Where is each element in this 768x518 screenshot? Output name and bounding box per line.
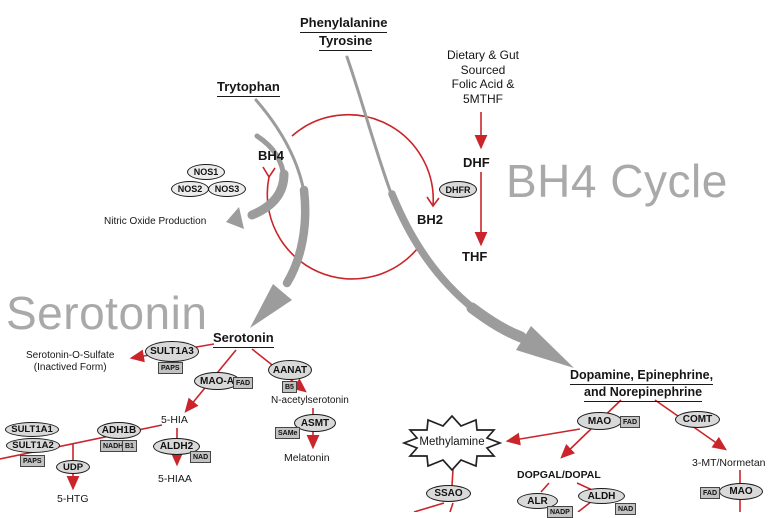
gray-swooshes <box>226 55 574 368</box>
n-acetylserotonin-label: N-acetylserotonin <box>271 395 349 406</box>
mao2-enzyme: MAO <box>719 483 763 500</box>
fad3-cofactor-badge: FAD <box>700 487 720 499</box>
serotonin-title: Serotonin <box>6 287 208 339</box>
fad-cofactor-badge: FAD <box>233 377 253 389</box>
5-hia-label: 5-HIA <box>161 414 188 426</box>
trytophan-label: Trytophan <box>217 79 280 97</box>
nitric-oxide-label: Nitric Oxide Production <box>104 216 207 227</box>
bh4-to-bh2-arc <box>266 176 422 280</box>
mao-enzyme: MAO <box>577 412 622 430</box>
tyrosine-label: Tyrosine <box>319 33 373 51</box>
bh2-label: BH2 <box>417 212 444 227</box>
dhfr-enzyme: DHFR <box>439 181 477 198</box>
dopgal-to-alr <box>540 482 550 493</box>
nos3-enzyme: NOS3 <box>208 181 246 197</box>
aldh-enzyme: ALDH <box>578 488 625 504</box>
bh2-fork <box>426 196 440 208</box>
melatonin-label: Melatonin <box>284 452 330 464</box>
catecholamine-title-line2: and Norepinephrine <box>584 385 703 402</box>
swoosh-arrowhead-serotonin <box>250 284 292 328</box>
3mt-normetanephrine-label: 3-MT/Normetan <box>692 457 766 469</box>
sult1a3-enzyme: SULT1A3 <box>145 341 199 362</box>
mao-to-methylamine <box>505 428 581 446</box>
b5-cofactor-badge: B5 <box>282 381 297 393</box>
paps2-cofactor-badge: PAPS <box>20 455 45 467</box>
ssao-enzyme: SSAO <box>426 485 471 502</box>
dhf-label: DHF <box>463 155 490 170</box>
sult1a1-enzyme: SULT1A1 <box>5 422 59 437</box>
dietary-folate-label: Dietary & Gut Sourced Folic Acid & 5MTHF <box>446 48 520 106</box>
serotonin-o-sulfate-label: Serotonin-O-Sulfate (Inactived Form) <box>26 350 115 373</box>
udp-enzyme: UDP <box>56 460 90 474</box>
serotonin-node-label: Serotonin <box>213 330 274 348</box>
thf-label: THF <box>462 249 488 264</box>
bh4-label: BH4 <box>258 148 285 163</box>
nos1-enzyme: NOS1 <box>187 164 225 180</box>
same-cofactor-badge: SAMe <box>275 427 301 439</box>
nadh-cofactor-badge: NADH <box>100 440 127 452</box>
nitric-oxide-arrowhead <box>226 207 244 229</box>
adh1b-enzyme: ADH1B <box>97 422 141 439</box>
bh4-fork <box>262 166 276 179</box>
swoosh-arrowhead-dopamine <box>516 326 574 368</box>
methylamine-starburst <box>401 414 503 472</box>
sult1a2-enzyme: SULT1A2 <box>6 438 60 453</box>
aanat-enzyme: AANAT <box>268 360 312 380</box>
tyrosine-swoosh <box>345 55 394 198</box>
alr-enzyme: ALR <box>517 493 558 509</box>
fad2-cofactor-badge: FAD <box>620 416 640 428</box>
ssao-down-left <box>413 502 445 512</box>
comt-enzyme: COMT <box>675 411 720 428</box>
asmt-enzyme: ASMT <box>294 414 336 432</box>
methylamine-label: Methylamine <box>419 436 485 448</box>
phenylalanine-label: Phenylalanine <box>300 15 388 33</box>
5-hiaa-label: 5-HIAA <box>158 473 192 485</box>
bh2-to-bh4-arc <box>291 113 435 207</box>
b1-cofactor-badge: B1 <box>122 440 137 452</box>
ssao-down <box>449 502 454 512</box>
alr-cofactor-badge: NADP <box>547 506 573 518</box>
methylamine-to-ssao <box>451 468 454 487</box>
paps-cofactor-badge: PAPS <box>158 362 183 374</box>
nos2-enzyme: NOS2 <box>171 181 209 197</box>
5-htg-label: 5-HTG <box>57 493 89 505</box>
nad-cofactor-badge: NAD <box>190 451 212 463</box>
red-arrows <box>0 112 741 512</box>
catecholamine-title: Dopamine, Epinephrine, <box>570 368 714 385</box>
dopgal-dopal-label: DOPGAL/DOPAL <box>517 469 601 481</box>
nad2-cofactor-badge: NAD <box>615 503 637 515</box>
trytophan-swoosh <box>254 98 306 194</box>
bh4-cycle-title: BH4 Cycle <box>506 155 728 207</box>
